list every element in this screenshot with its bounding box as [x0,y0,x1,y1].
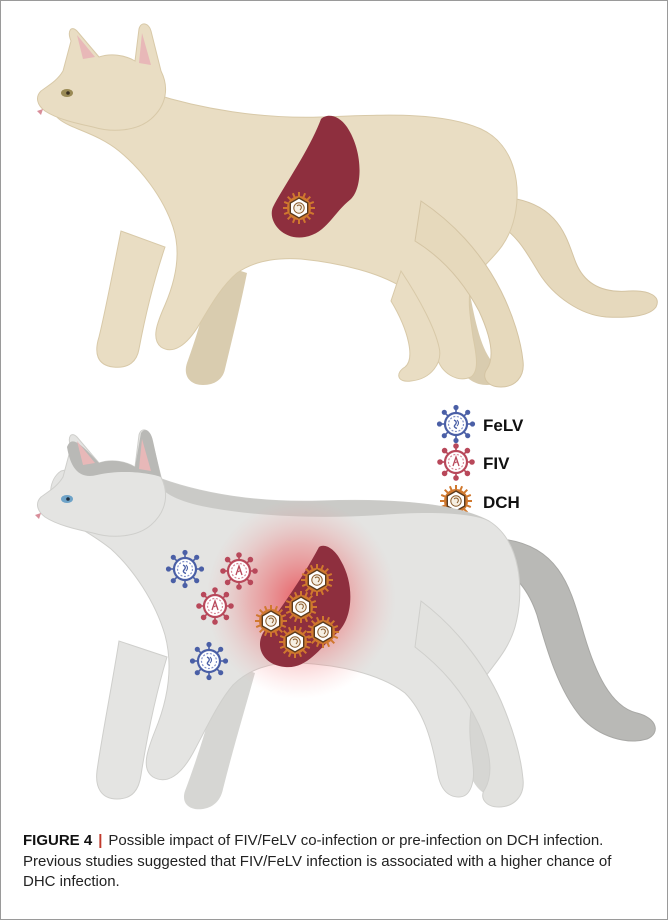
legend-item-felv: FeLV [438,406,524,443]
legend-label-fiv: FIV [483,454,510,473]
dch-virus-icon [279,626,311,658]
figure-caption: FIGURE 4 |Possible impact of FIV/FeLV co-… [23,831,643,893]
felv-virus-icon [438,406,475,443]
caption-separator: | [98,832,102,849]
dch-virus-icon [307,616,339,648]
legend-label-felv: FeLV [483,416,524,435]
healthy-cat-illustration [37,24,657,387]
fiv-virus-icon [438,444,474,480]
caption-text: Possible impact of FIV/FeLV co-infection… [23,832,611,890]
felv-virus-icon [167,551,204,588]
coinfected-cat-illustration [35,430,655,809]
figure-label: FIGURE 4 [23,832,92,849]
virus-legend: FeLV FIV DCH [438,406,524,517]
figure-illustration: FeLV FIV DCH [1,1,667,831]
legend-label-dch: DCH [483,493,520,512]
felv-virus-icon [191,643,228,680]
dch-virus-icon [255,605,287,637]
fiv-virus-icon [221,553,257,589]
legend-item-fiv: FIV [438,444,510,480]
dch-virus-icon [285,591,317,623]
dch-virus-icon [301,564,333,596]
fiv-virus-icon [197,588,233,624]
